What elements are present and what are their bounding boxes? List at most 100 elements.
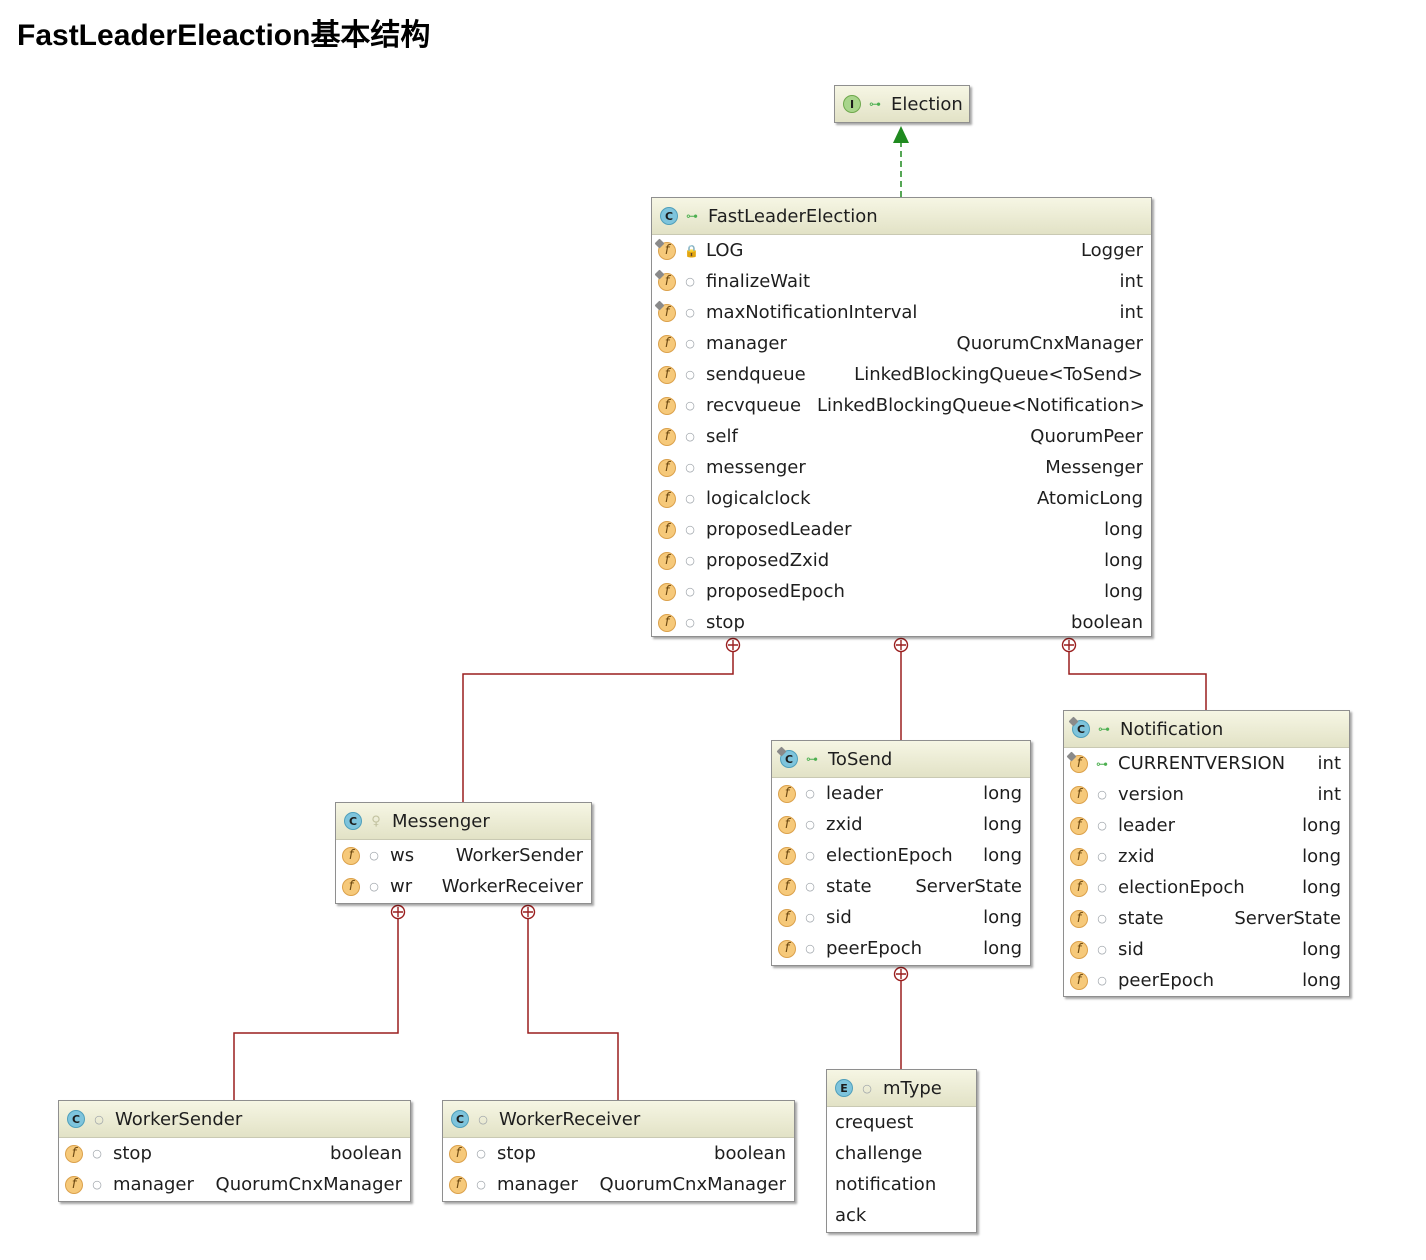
field-type: QuorumPeer	[1030, 426, 1143, 447]
field-type: int	[1317, 784, 1341, 805]
static-field-icon: f	[658, 241, 676, 260]
field-name: stop	[497, 1143, 536, 1164]
package-private-icon: ○	[92, 1147, 102, 1160]
field-icon: f	[342, 877, 360, 896]
field-type: Logger	[1080, 240, 1143, 261]
package-private-icon: ○	[805, 880, 815, 893]
field-icon: f	[778, 815, 796, 834]
field-type: WorkerSender	[455, 845, 583, 866]
field-type: long	[1104, 581, 1143, 602]
enum-constant[interactable]: ack	[835, 1205, 867, 1226]
enum-constant[interactable]: crequest	[835, 1112, 914, 1133]
field-icon: f	[778, 846, 796, 865]
enum-constant[interactable]: notification	[835, 1174, 937, 1195]
field-name: messenger	[706, 457, 806, 478]
field-name: leader	[826, 783, 884, 804]
field-name: zxid	[1118, 846, 1155, 867]
field-name: state	[1118, 908, 1164, 929]
package-private-icon: ○	[476, 1178, 486, 1191]
public-icon: ⊶	[869, 97, 881, 111]
nesting-marker-plus	[1064, 640, 1074, 650]
field-type: long	[1104, 519, 1143, 540]
enum-constant[interactable]: challenge	[835, 1143, 923, 1164]
field-icon: f	[1070, 847, 1088, 866]
field-icon: f	[65, 1175, 83, 1194]
field-icon: f	[658, 520, 676, 539]
field-name: wr	[390, 876, 413, 897]
interface-icon: I	[843, 95, 861, 113]
field-name: ws	[390, 845, 415, 866]
field-type: QuorumCnxManager	[599, 1174, 786, 1195]
nesting-marker-plus	[393, 907, 403, 917]
package-private-icon: ○	[862, 1081, 872, 1095]
package-private-icon: ○	[94, 1112, 104, 1126]
public-icon: ⊶	[686, 209, 698, 223]
interface-election[interactable]: I ⊶ Election	[834, 85, 970, 123]
field-name: manager	[113, 1174, 194, 1195]
field-icon: f	[1070, 878, 1088, 897]
field-name: zxid	[826, 814, 863, 835]
field-type: LinkedBlockingQueue<ToSend>	[854, 364, 1143, 385]
box-header: C ⊶ Notification	[1064, 711, 1349, 748]
nesting-marker-plus	[523, 907, 533, 917]
box-header: C ♀ Messenger	[336, 803, 591, 840]
package-private-icon: ○	[1097, 974, 1107, 987]
field-name: manager	[706, 333, 787, 354]
class-icon: C	[451, 1110, 469, 1128]
package-private-icon: ○	[1097, 912, 1107, 925]
protected-icon: ♀	[371, 813, 381, 829]
field-icon: f	[449, 1144, 467, 1163]
package-private-icon: ○	[369, 880, 379, 893]
static-field-icon: f	[1070, 754, 1088, 773]
field-type: ServerState	[915, 876, 1022, 897]
box-title: ToSend	[828, 748, 893, 770]
field-name: sid	[826, 907, 852, 928]
field-name: logicalclock	[706, 488, 811, 509]
field-type: AtomicLong	[1036, 488, 1143, 509]
enum-icon: E	[835, 1079, 853, 1097]
package-private-icon: ○	[685, 461, 695, 474]
